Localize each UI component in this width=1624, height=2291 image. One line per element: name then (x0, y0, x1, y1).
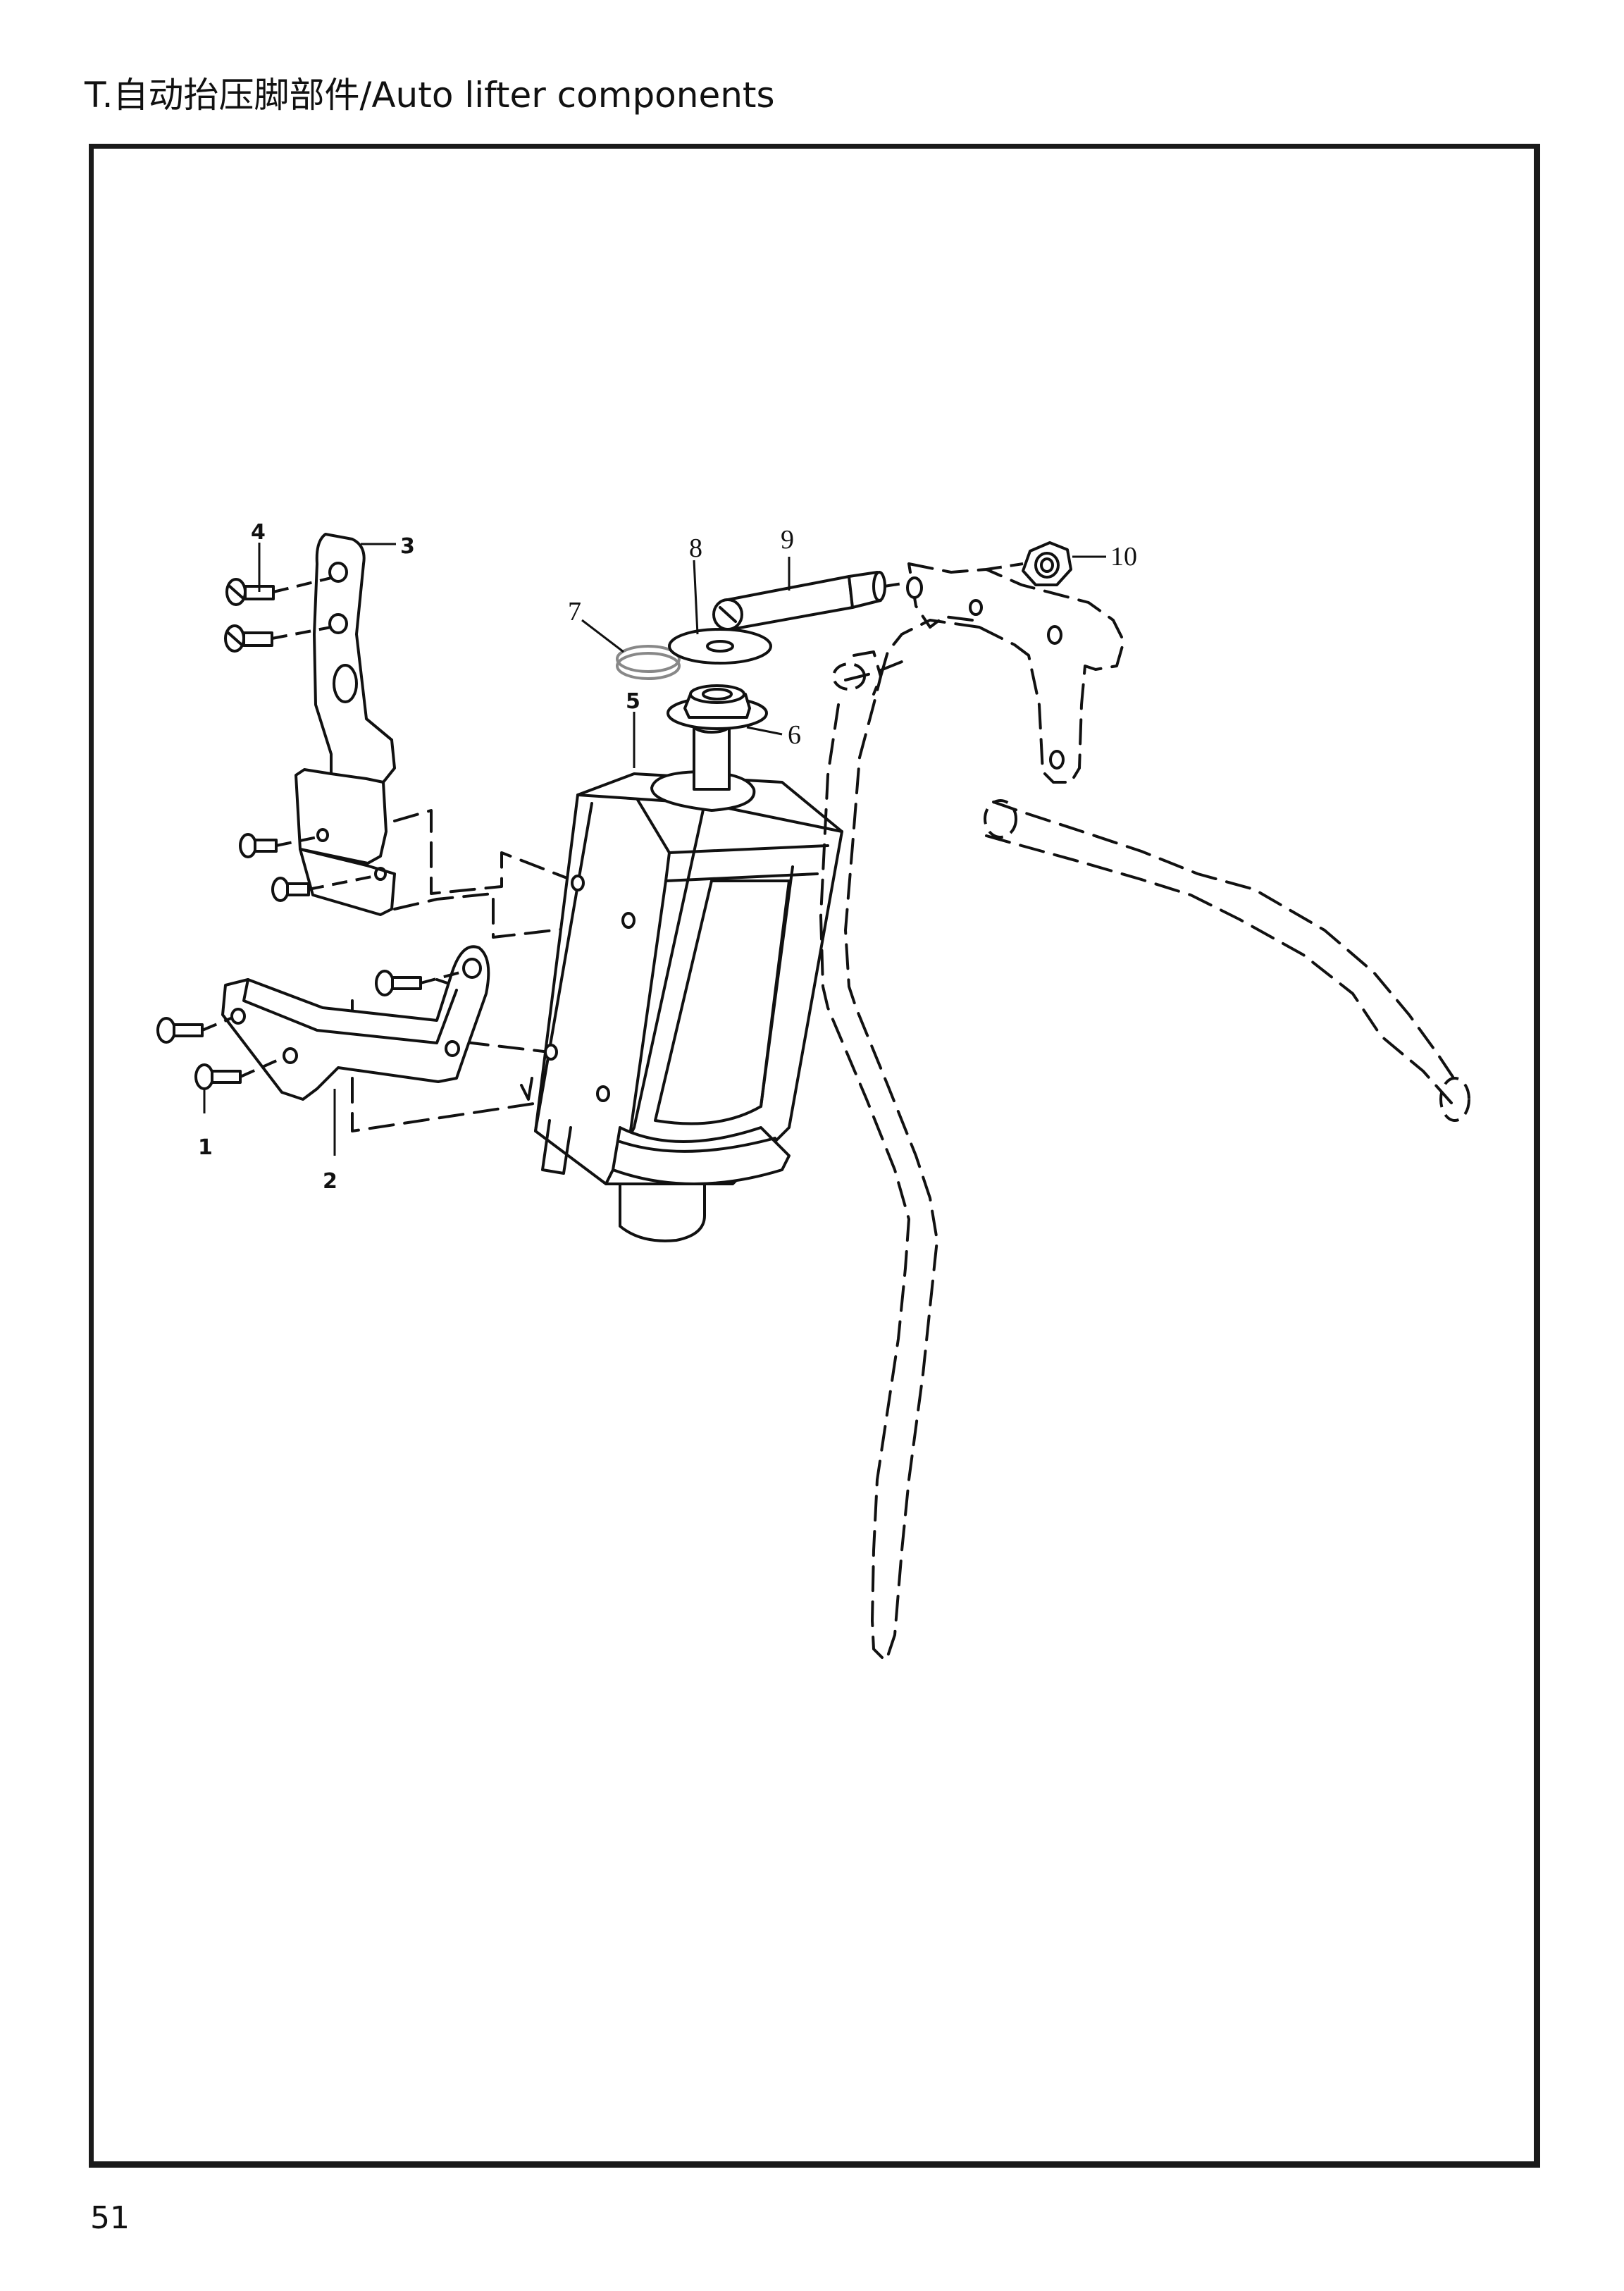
part-9-pin (712, 571, 917, 631)
part-1-screws-lower (156, 970, 466, 1090)
callout-leaders (203, 543, 1106, 1156)
part-8-washer (668, 628, 772, 665)
part-5-solenoid (520, 718, 843, 1242)
callout-7: 7 (568, 597, 581, 626)
part-2-lower-bracket (221, 945, 490, 1101)
part-10-nut (986, 541, 1072, 586)
part-3-upper-bracket (295, 533, 396, 916)
part-1-screws-upper (239, 833, 380, 902)
callout-9: 9 (781, 525, 794, 555)
callout-10: 10 (1110, 542, 1137, 572)
part-7-spring-washer (616, 645, 681, 680)
callout-labels: 1 2 3 4 5 6 7 8 9 10 (198, 520, 1137, 1194)
part-6-nut (667, 684, 768, 730)
callout-1: 1 (198, 1135, 213, 1160)
callout-5: 5 (626, 689, 640, 714)
callout-4: 4 (251, 520, 266, 545)
page-title: T.自动抬压脚部件/Auto lifter components (85, 75, 775, 116)
page-number: 51 (90, 2200, 130, 2236)
callout-2: 2 (323, 1169, 337, 1194)
callout-6: 6 (788, 720, 801, 750)
dashed-linkage-arm (819, 562, 1470, 1661)
callout-8: 8 (689, 533, 702, 563)
callout-3: 3 (400, 534, 415, 559)
diagram-frame (89, 144, 1540, 2168)
